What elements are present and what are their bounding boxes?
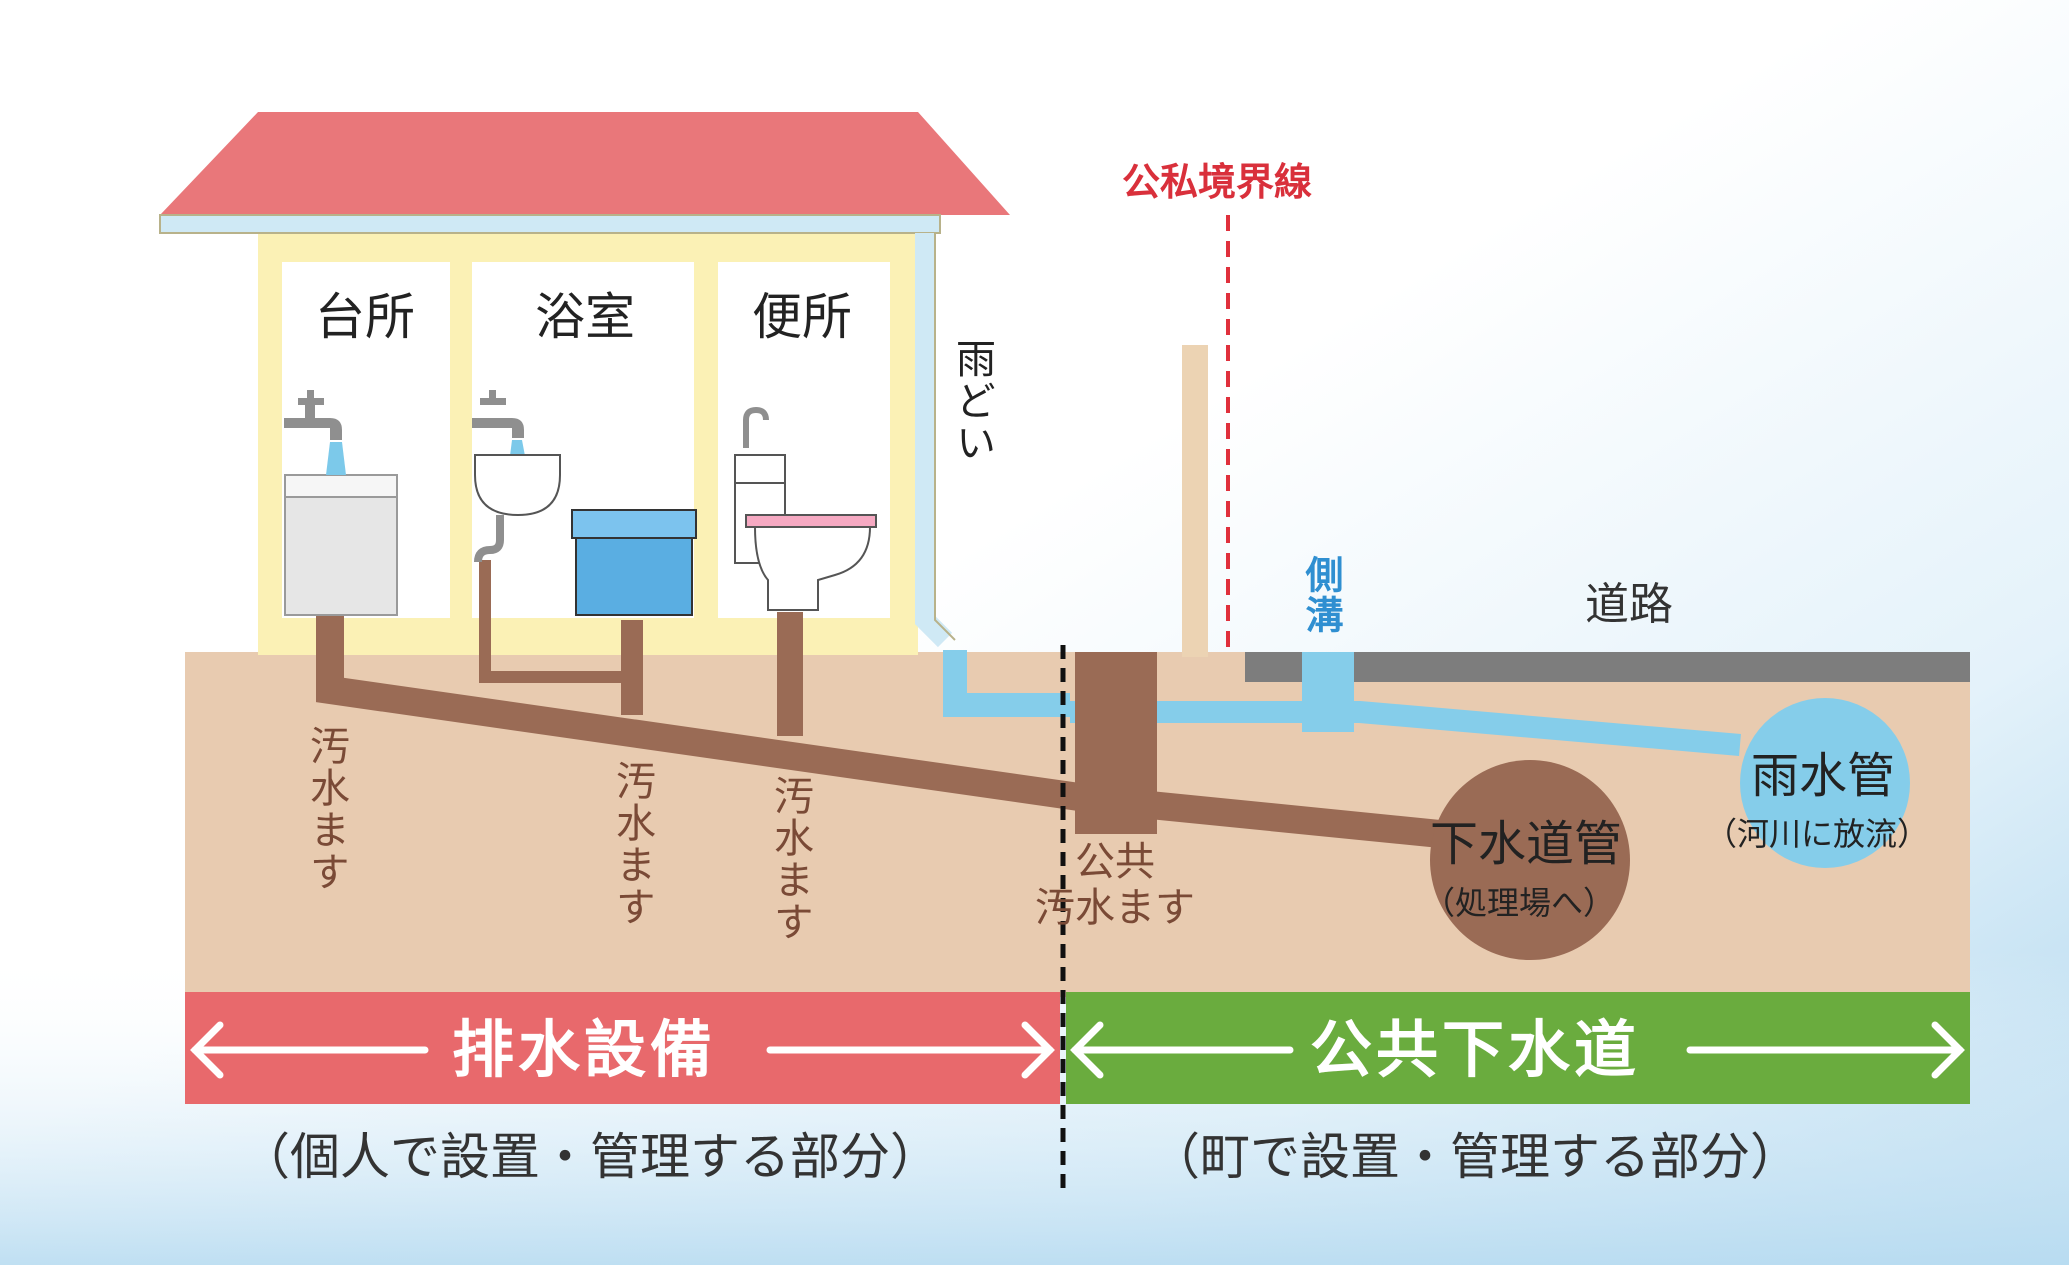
public-arrow-left-icon [1070,1021,1294,1079]
storm-pipe-note: （河川に放流） [1705,815,1930,853]
private-arrow-left-icon [190,1021,429,1079]
public-sewage-basin [1075,652,1157,834]
kitchen-faucet-icon [284,390,342,440]
roof [160,112,1010,215]
sewer-pipe-section [1430,760,1630,960]
downspout-label: 雨どい [949,338,995,464]
washbasin-icon [474,454,561,563]
storm-pipe-house [943,650,1070,717]
storm-pipe-main [1070,701,1741,756]
boundary-post [1182,345,1208,657]
bathroom-label: 浴室 [535,288,635,346]
road-label: 道路 [1585,579,1673,630]
private-band-title: 排水設備 [452,1013,717,1086]
public-arrow-right-icon [1686,1021,1965,1079]
public-basin-label-line2: 汚水ます [1035,885,1195,931]
private-band-note: （個人で設置・管理する部分） [240,1128,940,1186]
private-arrow-right-icon [766,1021,1055,1079]
kitchen-label: 台所 [315,288,415,346]
kitchen-basin-label: 汚水ます [303,725,349,893]
side-ditch-label: 側溝 [1299,555,1343,635]
sewage-pipes [316,560,1502,854]
sewer-pipe-label: 下水道管 [1430,816,1623,872]
kitchen-water-stream [326,442,346,475]
storm-pipe-section [1740,698,1910,868]
downspout [915,233,953,648]
gutter [159,214,941,234]
bathroom-water-stream [510,440,525,456]
sewer-pipe-note: （処理場へ） [1423,884,1616,922]
public-band-note: （町で設置・管理する部分） [1150,1128,1800,1186]
side-ditch [1302,652,1354,732]
storm-pipe-label: 雨水管 [1751,748,1896,804]
bathtub-icon [571,509,697,616]
bathroom-faucet-icon [472,390,524,438]
public-basin-label-line1: 公共 [1075,839,1155,885]
public-band-title: 公共下水道 [1310,1013,1641,1086]
bathroom-basin-label: 汚水ます [609,760,655,928]
toilet-basin-label: 汚水ます [767,775,813,943]
road-surface [1245,652,1970,682]
toilet-icon [734,406,877,611]
boundary-label: 公私境界線 [1122,160,1313,204]
toilet-label: 便所 [752,288,852,346]
kitchen-sink-icon [284,474,398,616]
